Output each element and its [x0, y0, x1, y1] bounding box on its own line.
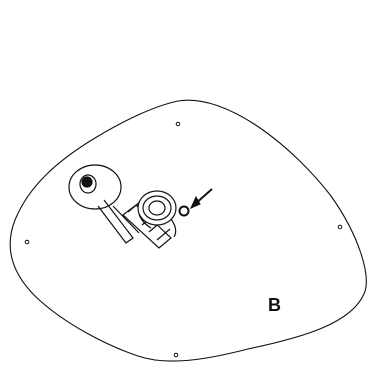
pivot-bracket — [68, 164, 140, 244]
screw-hole-right — [337, 224, 343, 230]
diagram-label: B — [268, 295, 281, 315]
plate-outline — [9, 99, 367, 362]
screw-hole-top — [175, 121, 181, 127]
screw-hole-left — [24, 239, 30, 245]
threaded-fitting — [122, 190, 177, 249]
pointer-arrow — [190, 188, 213, 209]
marked-hole — [178, 205, 190, 217]
screw-hole-bottom — [173, 352, 179, 358]
